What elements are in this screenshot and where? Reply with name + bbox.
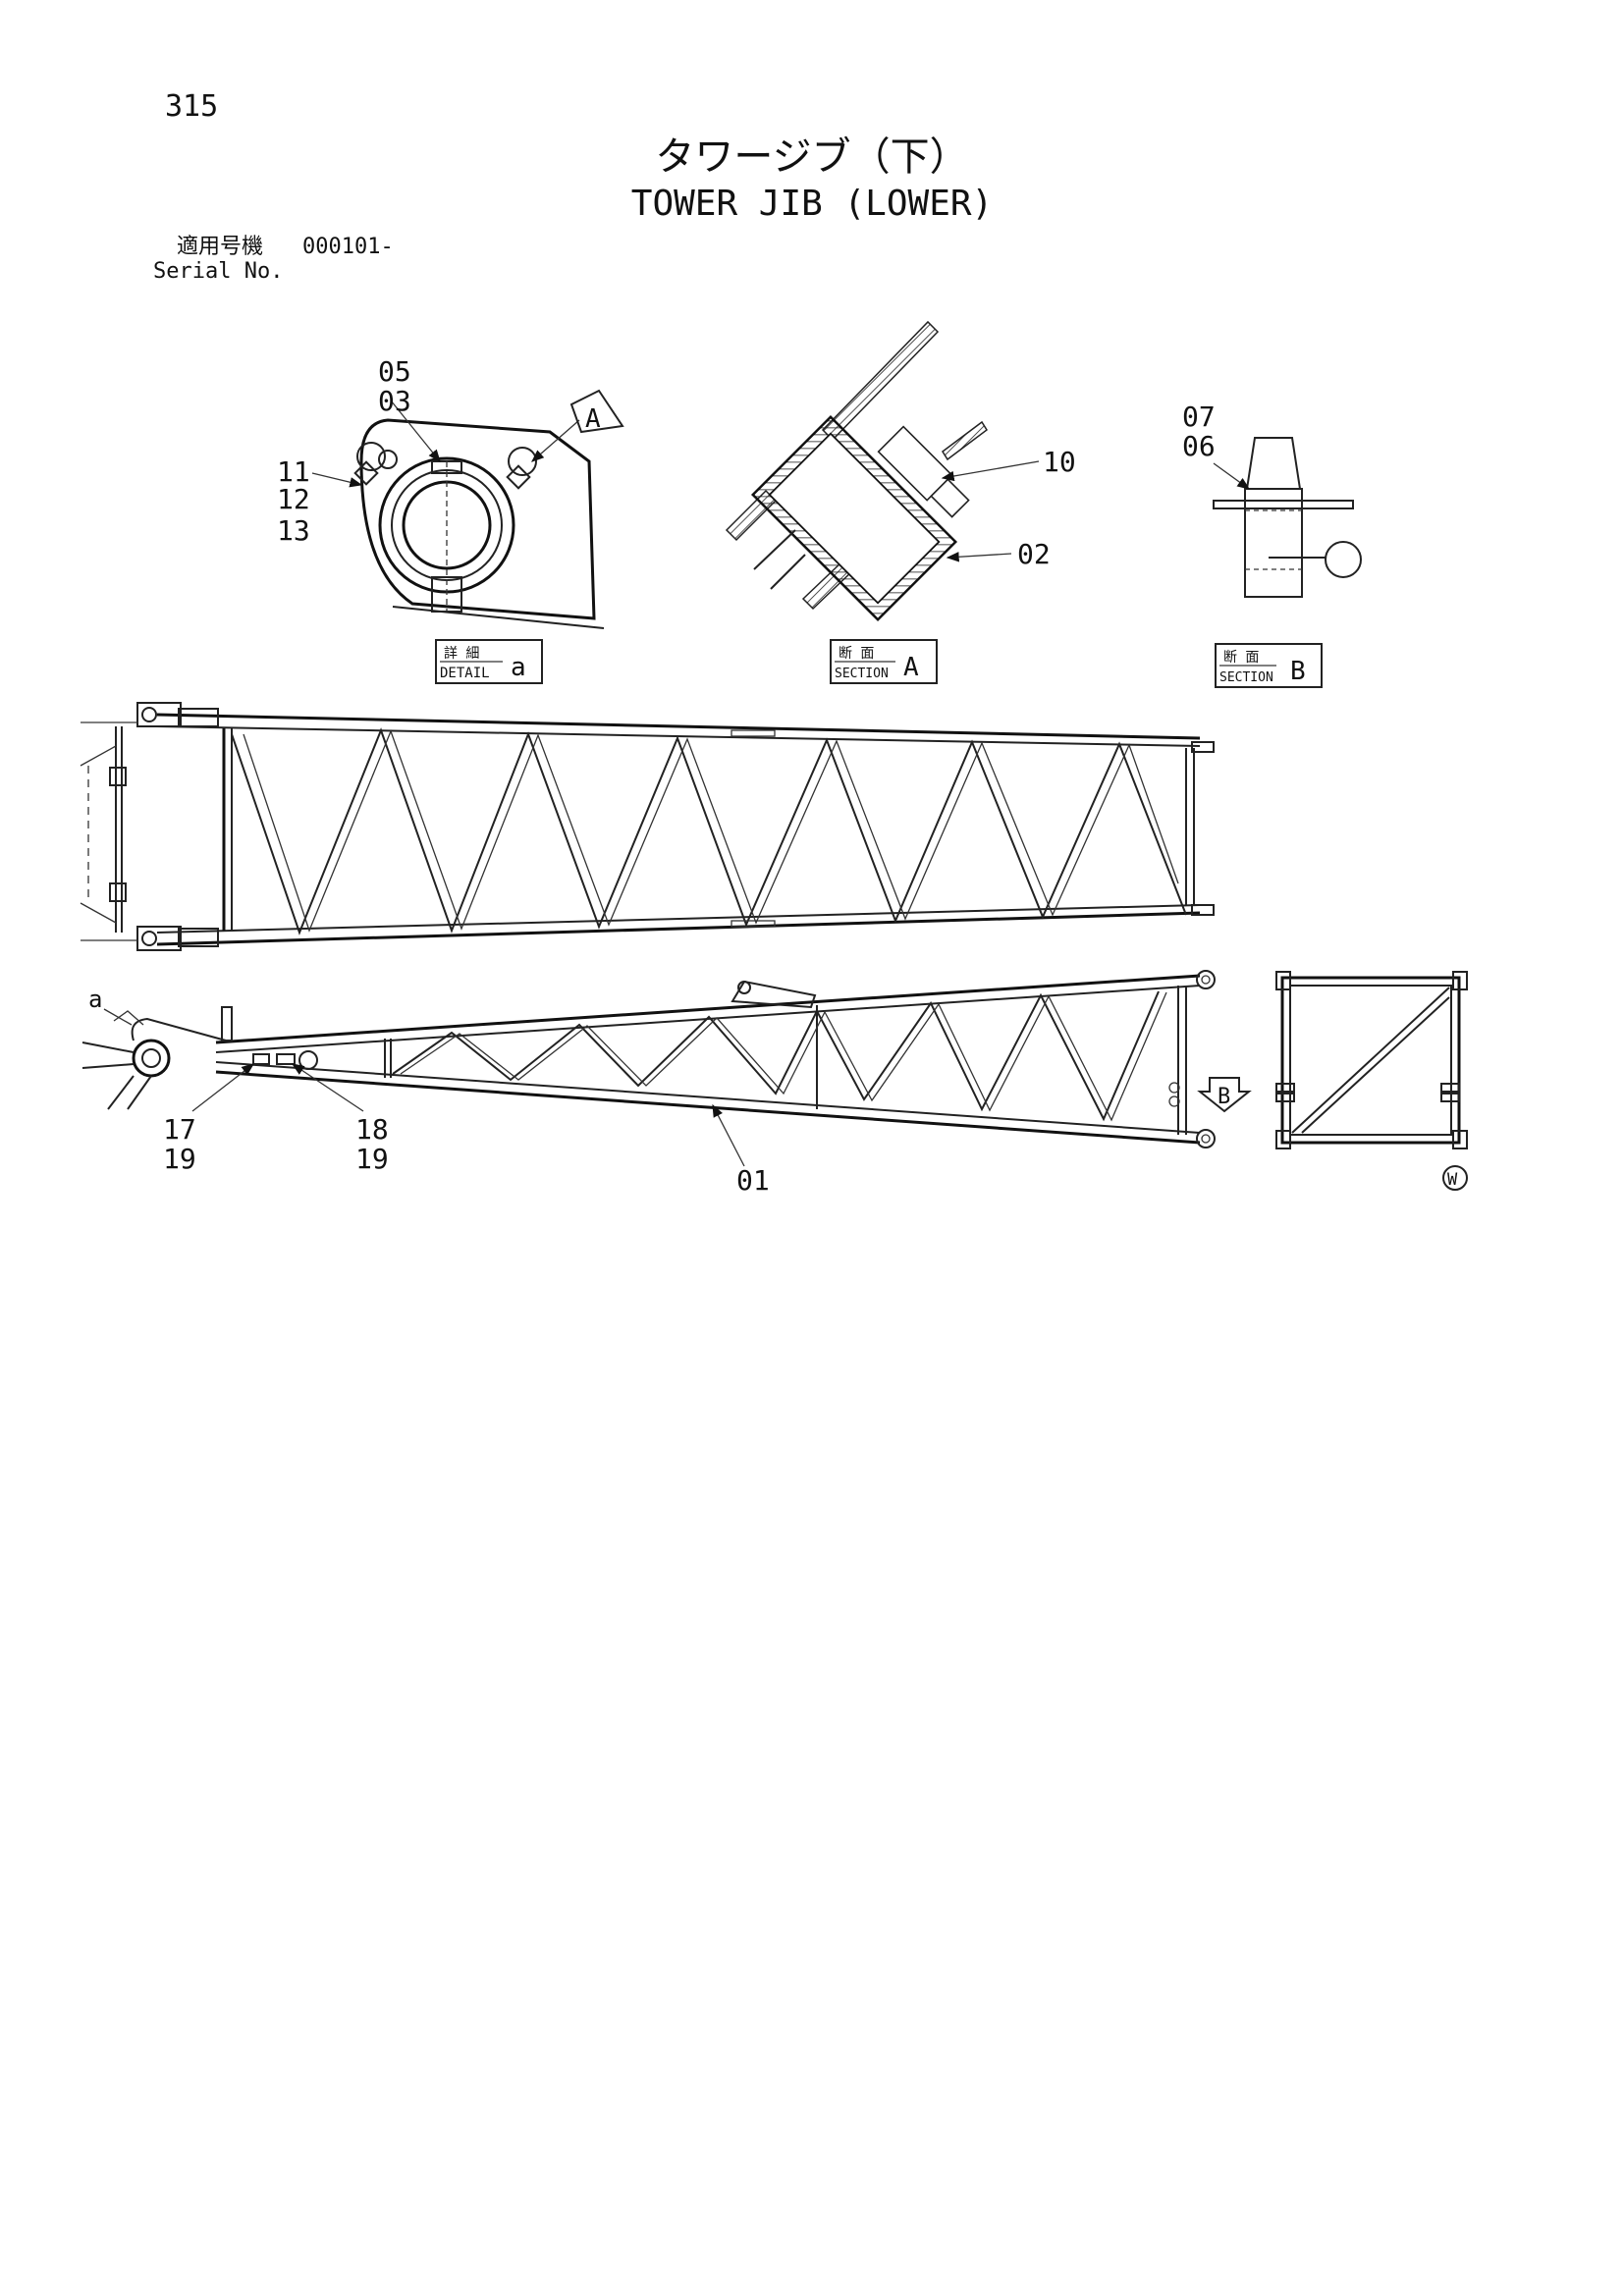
callout-11: 11 — [277, 455, 310, 488]
callout-01: 01 — [736, 1164, 770, 1197]
section-a-id: A — [903, 653, 919, 682]
callout-19-left: 19 — [163, 1143, 196, 1175]
callout-19-right: 19 — [355, 1143, 389, 1175]
callout-10: 10 — [1043, 446, 1076, 478]
section-b-arrow-label: B — [1218, 1085, 1230, 1109]
jib-end-view: W — [1275, 971, 1468, 1191]
callout-03: 03 — [378, 385, 411, 417]
callout-17: 17 — [163, 1113, 196, 1146]
detail-a-view: A 05 03 11 12 13 詳 細 DETAIL a — [277, 355, 624, 684]
jib-side-view: a 17 19 18 19 01 B — [81, 970, 1252, 1197]
detail-label-jp: 詳 細 — [444, 646, 479, 662]
detail-a-marker: a — [88, 986, 102, 1013]
callout-07: 07 — [1182, 400, 1216, 433]
jib-plan-view — [80, 702, 1215, 951]
title-japanese: タワージブ（下） — [655, 134, 969, 180]
callout-02: 02 — [1017, 538, 1051, 570]
section-b-id: B — [1290, 657, 1306, 686]
section-a-label-en: SECTION — [835, 667, 889, 681]
callout-18: 18 — [355, 1113, 389, 1146]
page-number: 315 — [165, 89, 219, 124]
section-b-view: 07 06 断 面 SECTION B — [1182, 400, 1362, 688]
title-english: TOWER JIB (LOWER) — [630, 184, 994, 224]
section-a-view: 10 02 断 面 SECTION A — [725, 320, 1076, 684]
section-b-label-en: SECTION — [1219, 670, 1273, 685]
callout-12: 12 — [277, 483, 310, 515]
callout-06: 06 — [1182, 430, 1216, 462]
callout-05: 05 — [378, 355, 411, 388]
serial-label-japanese: 適用号機 — [177, 235, 264, 259]
detail-label-en: DETAIL — [440, 666, 490, 681]
serial-range: 000101- — [302, 235, 394, 259]
section-a-arrow-label: A — [585, 404, 601, 434]
serial-label-english: Serial No. — [153, 259, 284, 284]
callout-13: 13 — [277, 514, 310, 547]
detail-id: a — [511, 653, 526, 682]
section-b-label-jp: 断 面 — [1223, 650, 1259, 666]
section-a-label-jp: 断 面 — [839, 646, 874, 662]
w-mark: W — [1447, 1170, 1458, 1190]
